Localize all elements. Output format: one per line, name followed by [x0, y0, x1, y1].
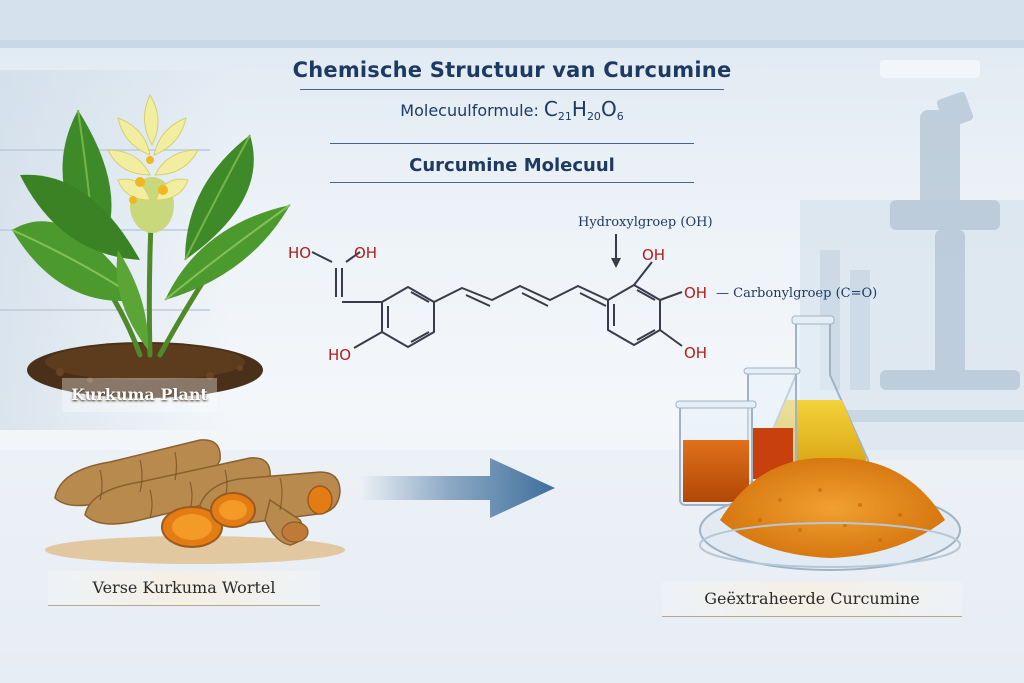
turmeric-roots-illustration	[45, 439, 345, 564]
label-extracted-curcumine: Geëxtraheerde Curcumine	[662, 582, 962, 617]
formula-count-c: 21	[557, 110, 572, 123]
atom-oh-top-right: OH	[642, 246, 665, 264]
formula-count-o: 6	[616, 110, 624, 123]
main-title: Chemische Structuur van Curcumine	[292, 58, 732, 82]
left-benzene-ring	[381, 286, 435, 348]
process-arrow	[360, 458, 555, 518]
label-fresh-turmeric-root: Verse Kurkuma Wortel	[48, 571, 320, 606]
curcumine-structure: HO OH HO OH OH OH Hydroxylgroep (OH) — C…	[288, 215, 877, 364]
formula-count-h: 20	[586, 110, 601, 123]
molecular-formula: Molecuulformule: C21H20O6	[0, 97, 1024, 123]
formula-divider	[330, 143, 694, 144]
right-benzene-ring	[607, 284, 661, 346]
label-turmeric-plant: Kurkuma Plant	[62, 378, 217, 412]
atom-oh-top-left: OH	[354, 244, 377, 262]
formula-element-c: C	[543, 97, 558, 121]
formula-prefix: Molecuulformule:	[400, 101, 544, 120]
title-divider	[300, 89, 724, 90]
carbonyl-annotation: — Carbonylgroep (C=O)	[716, 286, 877, 301]
formula-element-o: O	[600, 97, 617, 121]
turmeric-plant-illustration	[11, 93, 291, 398]
conjugated-chain	[433, 285, 609, 303]
hydroxyl-annotation: Hydroxylgroep (OH)	[578, 215, 713, 230]
atom-ho-top-left: HO	[288, 244, 311, 262]
atom-oh-mid-right: OH	[684, 284, 707, 302]
formula-element-h: H	[571, 97, 587, 121]
glassware-illustration	[675, 315, 961, 571]
molecule-subtitle: Curcumine Molecuul	[409, 155, 615, 176]
subtitle-divider	[330, 182, 694, 183]
atom-oh-bottom-right: OH	[684, 344, 707, 362]
atom-ho-bottom-left: HO	[328, 346, 351, 364]
